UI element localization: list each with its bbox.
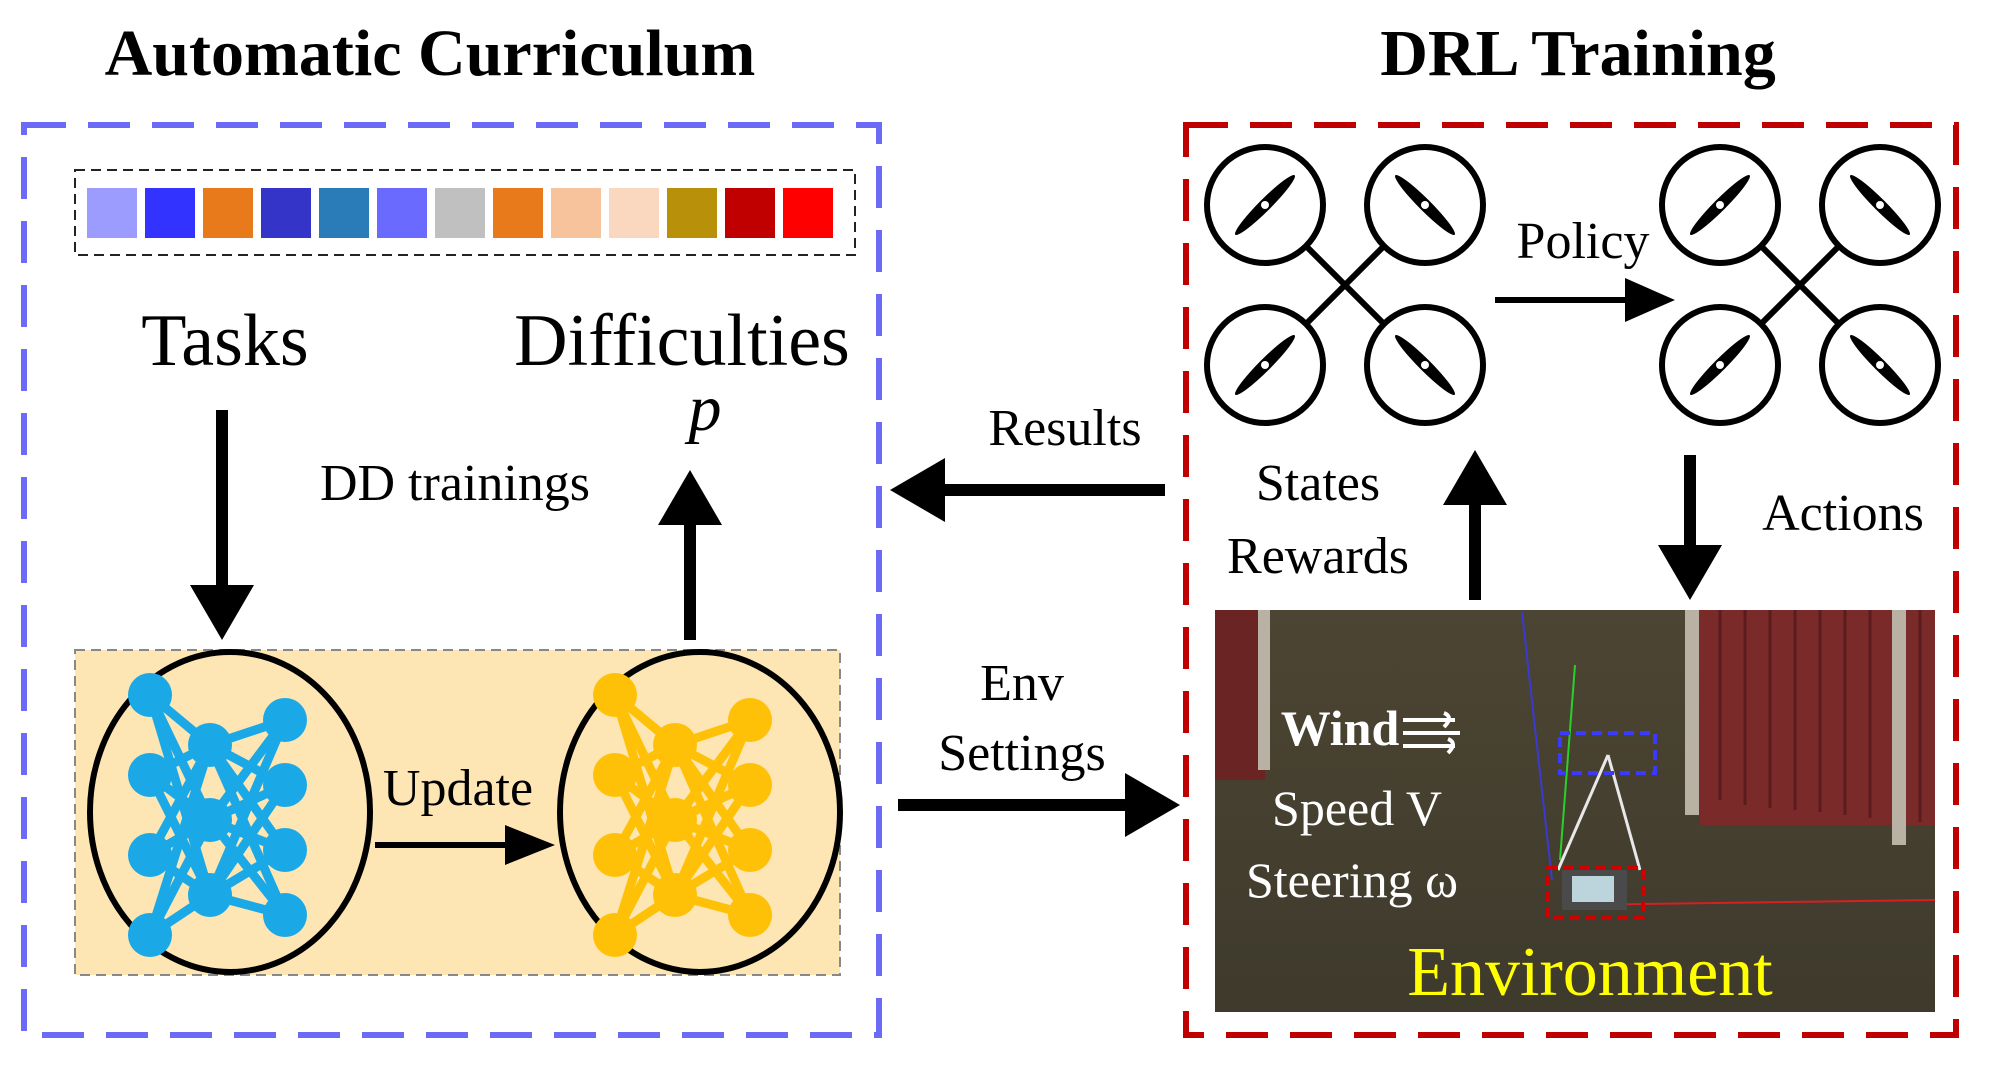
- actions-label: Actions: [1762, 485, 1924, 542]
- neural-network-yellow-icon: [593, 673, 772, 957]
- task-square: [609, 188, 659, 238]
- task-square: [783, 188, 833, 238]
- rotor-hub: [1261, 361, 1269, 369]
- network-edge: [671, 782, 754, 898]
- network-edge: [145, 743, 215, 937]
- network-node: [263, 698, 307, 742]
- network-node: [188, 873, 232, 917]
- actions-down-arrowhead: [1658, 545, 1722, 600]
- network-node: [728, 698, 772, 742]
- rotor-hub: [1421, 201, 1429, 209]
- task-square: [667, 188, 717, 238]
- task-strip-border: [74, 169, 856, 256]
- rewards-label: Rewards: [1227, 528, 1409, 585]
- network-node: [188, 798, 232, 842]
- right-panel-border: [1183, 122, 1959, 1038]
- policy-label: Policy: [1517, 213, 1650, 270]
- environment-render: [1215, 610, 1936, 1012]
- network-node: [593, 673, 637, 717]
- task-square: [319, 188, 369, 238]
- barn-wall-left: [1215, 610, 1265, 780]
- results-label: Results: [988, 400, 1141, 457]
- difficulty-up-arrowhead: [658, 470, 722, 525]
- rotor-hub: [1261, 201, 1269, 209]
- right-panel-title: DRL Training: [1380, 17, 1776, 90]
- left-panel-title: Automatic Curriculum: [105, 17, 756, 90]
- difficulty-symbol: p: [685, 372, 722, 445]
- task-square: [377, 188, 427, 238]
- task-square: [261, 188, 311, 238]
- rotor-hub: [1716, 201, 1724, 209]
- network-edge: [206, 782, 289, 898]
- drone-highlight: [1558, 731, 1657, 775]
- network-node: [128, 833, 172, 877]
- network-node: [728, 763, 772, 807]
- quad-arm: [1747, 232, 1853, 338]
- network-edge: [670, 718, 755, 897]
- speed-label: Speed V: [1272, 780, 1442, 836]
- quadrotor-state-icon: [1204, 144, 1486, 426]
- network-node: [188, 723, 232, 767]
- rotor-hub: [1876, 361, 1884, 369]
- task-square: [493, 188, 543, 238]
- wind-icon: [1403, 711, 1460, 755]
- quad-arm: [1292, 232, 1398, 338]
- task-square: [87, 188, 137, 238]
- dd-trainings-label: DD trainings: [320, 455, 590, 512]
- network-node: [653, 798, 697, 842]
- quadrotor-action-icon: [1659, 144, 1941, 426]
- states-up-arrowhead: [1443, 450, 1507, 505]
- results-arrowhead: [890, 458, 945, 522]
- environment-label: Environment: [1407, 934, 1773, 1011]
- network-node: [728, 893, 772, 937]
- network-edge: [205, 718, 290, 897]
- network-node: [263, 763, 307, 807]
- difficulties-label: Difficulties: [514, 300, 850, 382]
- network-edge: [670, 743, 755, 917]
- states-label: States: [1256, 455, 1380, 512]
- network-node: [653, 723, 697, 767]
- network-a-circle: [87, 649, 373, 975]
- rotor-hub: [1876, 201, 1884, 209]
- update-label: Update: [383, 760, 533, 817]
- task-square: [435, 188, 485, 238]
- task-color-strip: [87, 188, 833, 238]
- task-square: [725, 188, 775, 238]
- network-edge: [205, 743, 290, 917]
- network-edge: [610, 743, 680, 937]
- neural-network-blue-icon: [128, 673, 307, 957]
- network-b-circle: [557, 649, 843, 975]
- tasks-down-arrowhead: [190, 585, 254, 640]
- network-node: [593, 753, 637, 797]
- network-node: [128, 673, 172, 717]
- network-node: [263, 893, 307, 937]
- task-square: [203, 188, 253, 238]
- task-square: [551, 188, 601, 238]
- policy-arrowhead: [1625, 278, 1675, 322]
- steering-label: Steering ω: [1246, 852, 1458, 908]
- network-node: [128, 913, 172, 957]
- network-node: [593, 833, 637, 877]
- network-node: [128, 753, 172, 797]
- env-label: Env: [980, 655, 1064, 712]
- rotor-hub: [1421, 361, 1429, 369]
- rotor-hub: [1716, 361, 1724, 369]
- network-node: [728, 828, 772, 872]
- task-square: [145, 188, 195, 238]
- tasks-label: Tasks: [141, 300, 308, 382]
- update-arrowhead: [505, 825, 555, 865]
- network-node: [263, 828, 307, 872]
- env-settings-arrowhead: [1125, 773, 1180, 837]
- wind-label: Wind: [1281, 700, 1400, 756]
- left-panel-border: [21, 122, 882, 1038]
- vehicle-highlight: [1546, 866, 1645, 920]
- settings-label: Settings: [938, 725, 1106, 782]
- network-node: [653, 873, 697, 917]
- network-node: [593, 913, 637, 957]
